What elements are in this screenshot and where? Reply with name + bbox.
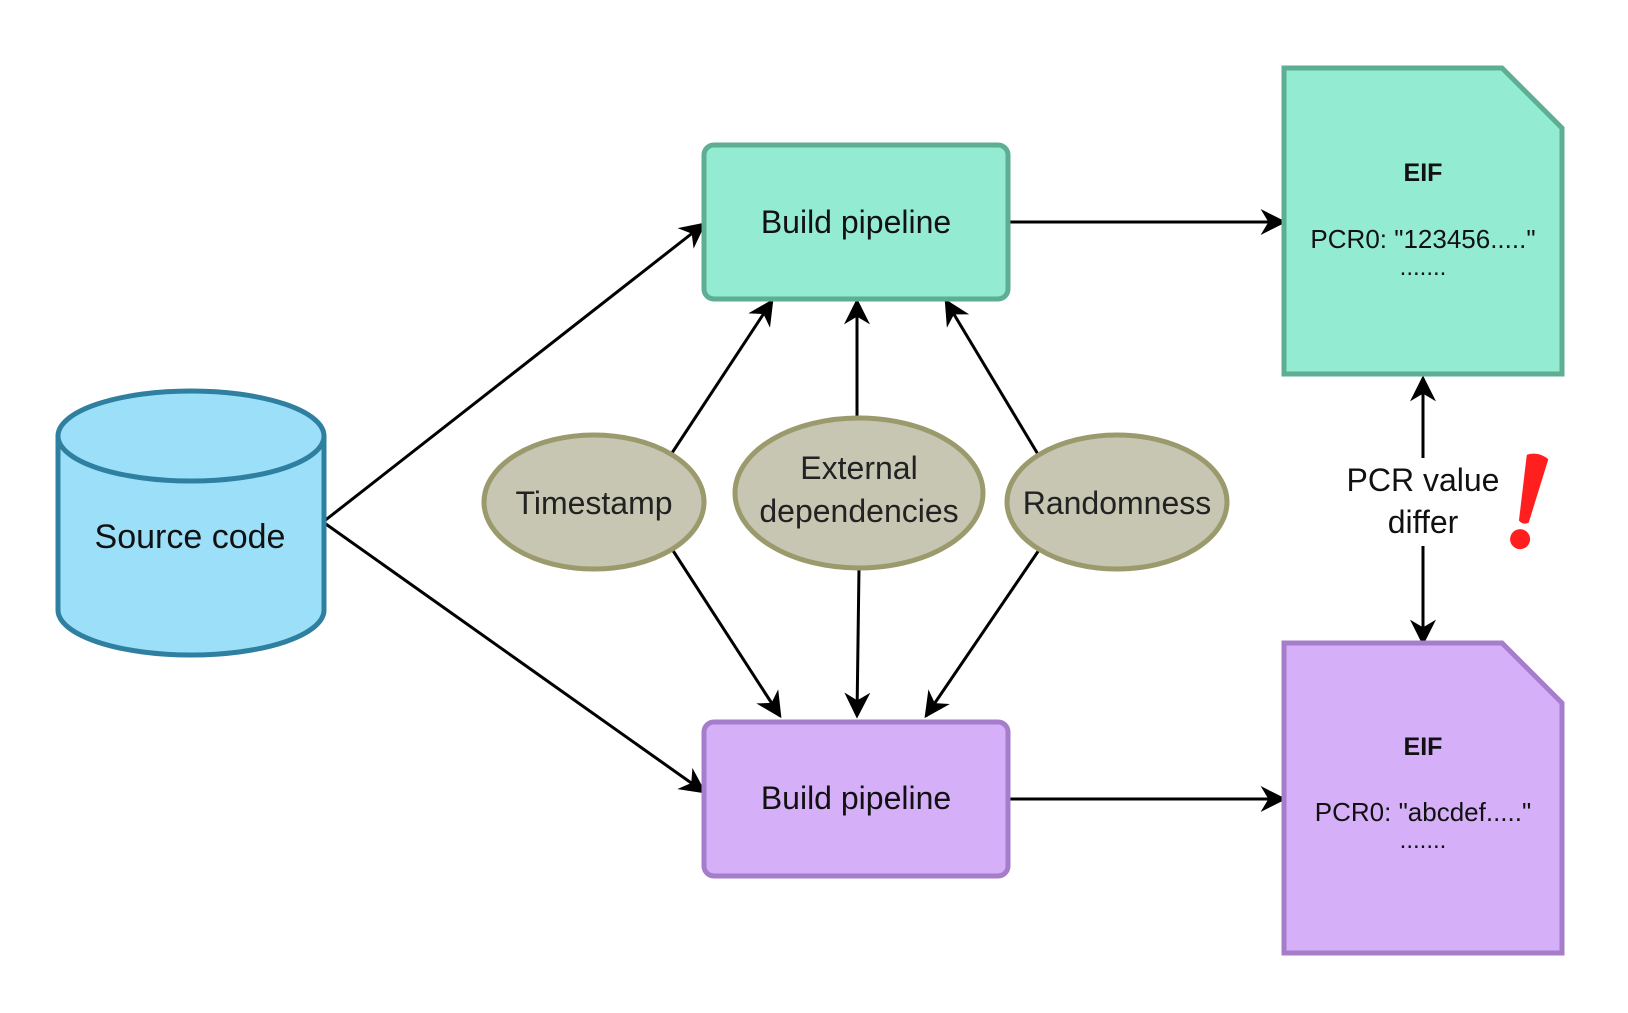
edges: [322, 209, 1436, 812]
factor-randomness[interactable]: Randomness: [1004, 432, 1230, 572]
eif-top-pcr: PCR0: "123456.....": [1310, 224, 1535, 254]
eif-top-shape: [1281, 65, 1565, 377]
source-code-label: Source code: [95, 518, 286, 556]
eif-bottom-title: EIF: [1404, 733, 1443, 761]
source-cylinder-top: [55, 388, 327, 484]
factor-external-label-line1: External: [800, 450, 917, 486]
edge-source-to-top-pipeline: [322, 222, 707, 524]
eif-bottom-ellipsis: .......: [1400, 827, 1447, 854]
source-code-node[interactable]: Source code: [55, 388, 327, 658]
edge-randomness-to-top-pipeline: [944, 298, 1041, 457]
eif-bottom-document[interactable]: EIF PCR0: "abcdef....." .......: [1281, 640, 1565, 956]
factor-external-shape: [732, 415, 986, 571]
warning-exclamation-bar: [1518, 453, 1549, 524]
eif-bottom-shape: [1281, 640, 1565, 956]
warning-exclamation-icon: !: [1510, 453, 1549, 550]
eif-top-ellipsis: .......: [1400, 254, 1447, 281]
edge-timestamp-to-bottom-pipeline: [668, 545, 782, 719]
edge-external-to-bottom-pipeline: [844, 567, 871, 719]
source-cylinder-body: [55, 436, 327, 658]
eif-top-document[interactable]: EIF PCR0: "123456....." .......: [1281, 65, 1565, 377]
factor-external-dependencies[interactable]: External dependencies: [732, 415, 986, 571]
build-pipeline-bottom-label: Build pipeline: [761, 780, 951, 816]
factor-timestamp[interactable]: Timestamp: [481, 432, 707, 572]
factor-timestamp-shape: [481, 432, 707, 572]
build-pipeline-top[interactable]: Build pipeline: [701, 142, 1011, 302]
factor-external-label-line2: dependencies: [759, 493, 958, 529]
build-pipeline-top-box: [701, 142, 1011, 302]
build-pipeline-bottom[interactable]: Build pipeline: [701, 719, 1011, 879]
warning-exclamation-dot: [1510, 529, 1531, 550]
build-pipeline-bottom-box: [701, 719, 1011, 879]
factor-timestamp-label: Timestamp: [515, 485, 672, 521]
factor-randomness-label: Randomness: [1023, 485, 1212, 521]
pcr-comparison: PCR value differ !: [1347, 453, 1549, 550]
factor-randomness-shape: [1004, 432, 1230, 572]
pcr-compare-line1: PCR value: [1347, 462, 1500, 498]
eif-top-title: EIF: [1404, 159, 1443, 187]
eif-bottom-pcr: PCR0: "abcdef.....": [1315, 797, 1531, 827]
edge-timestamp-to-top-pipeline: [668, 298, 774, 457]
edge-source-to-bottom-pipeline: [322, 520, 707, 794]
build-pipeline-top-label: Build pipeline: [761, 204, 951, 240]
edge-randomness-to-bottom-pipeline: [924, 549, 1041, 719]
pcr-compare-line2: differ: [1388, 504, 1459, 540]
